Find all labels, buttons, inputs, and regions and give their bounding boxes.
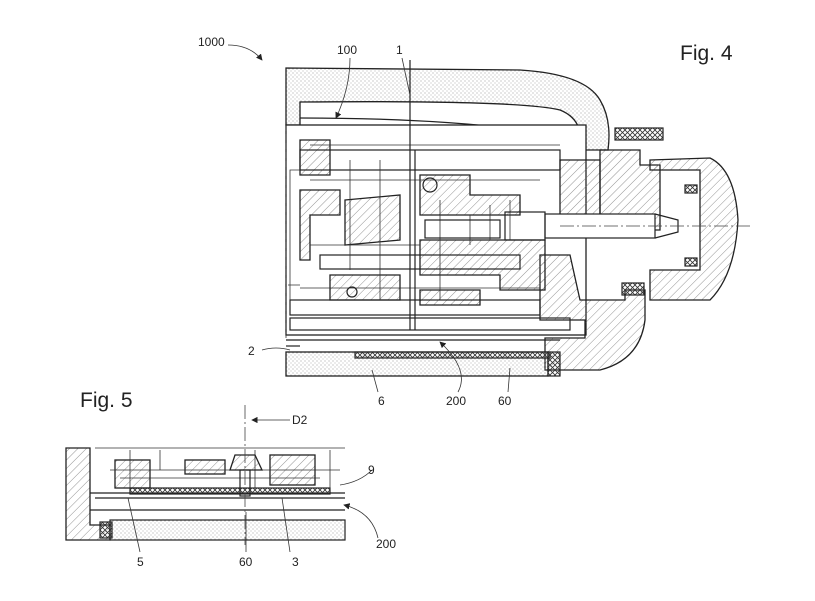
label-D2: D2	[292, 413, 308, 427]
label-3: 3	[292, 555, 299, 569]
fig4-drawing	[285, 60, 750, 377]
fig5-base-plate	[109, 519, 346, 541]
label-9: 9	[368, 463, 375, 477]
end-block	[547, 351, 561, 377]
fig4-title: Fig. 4	[680, 42, 733, 65]
label-1000: 1000	[198, 35, 225, 49]
label-200-fig5: 200	[376, 537, 396, 551]
label-100: 100	[337, 43, 357, 57]
fig4-leaders	[227, 44, 511, 393]
fig5-title: Fig. 5	[80, 389, 133, 412]
label-2: 2	[248, 344, 255, 358]
label-200-fig4: 200	[446, 394, 466, 408]
label-6: 6	[378, 394, 385, 408]
fig5-leaders	[127, 416, 379, 553]
label-5: 5	[137, 555, 144, 569]
label-1: 1	[396, 43, 403, 57]
label-60-fig5: 60	[239, 555, 253, 569]
label-60-fig4: 60	[498, 394, 512, 408]
